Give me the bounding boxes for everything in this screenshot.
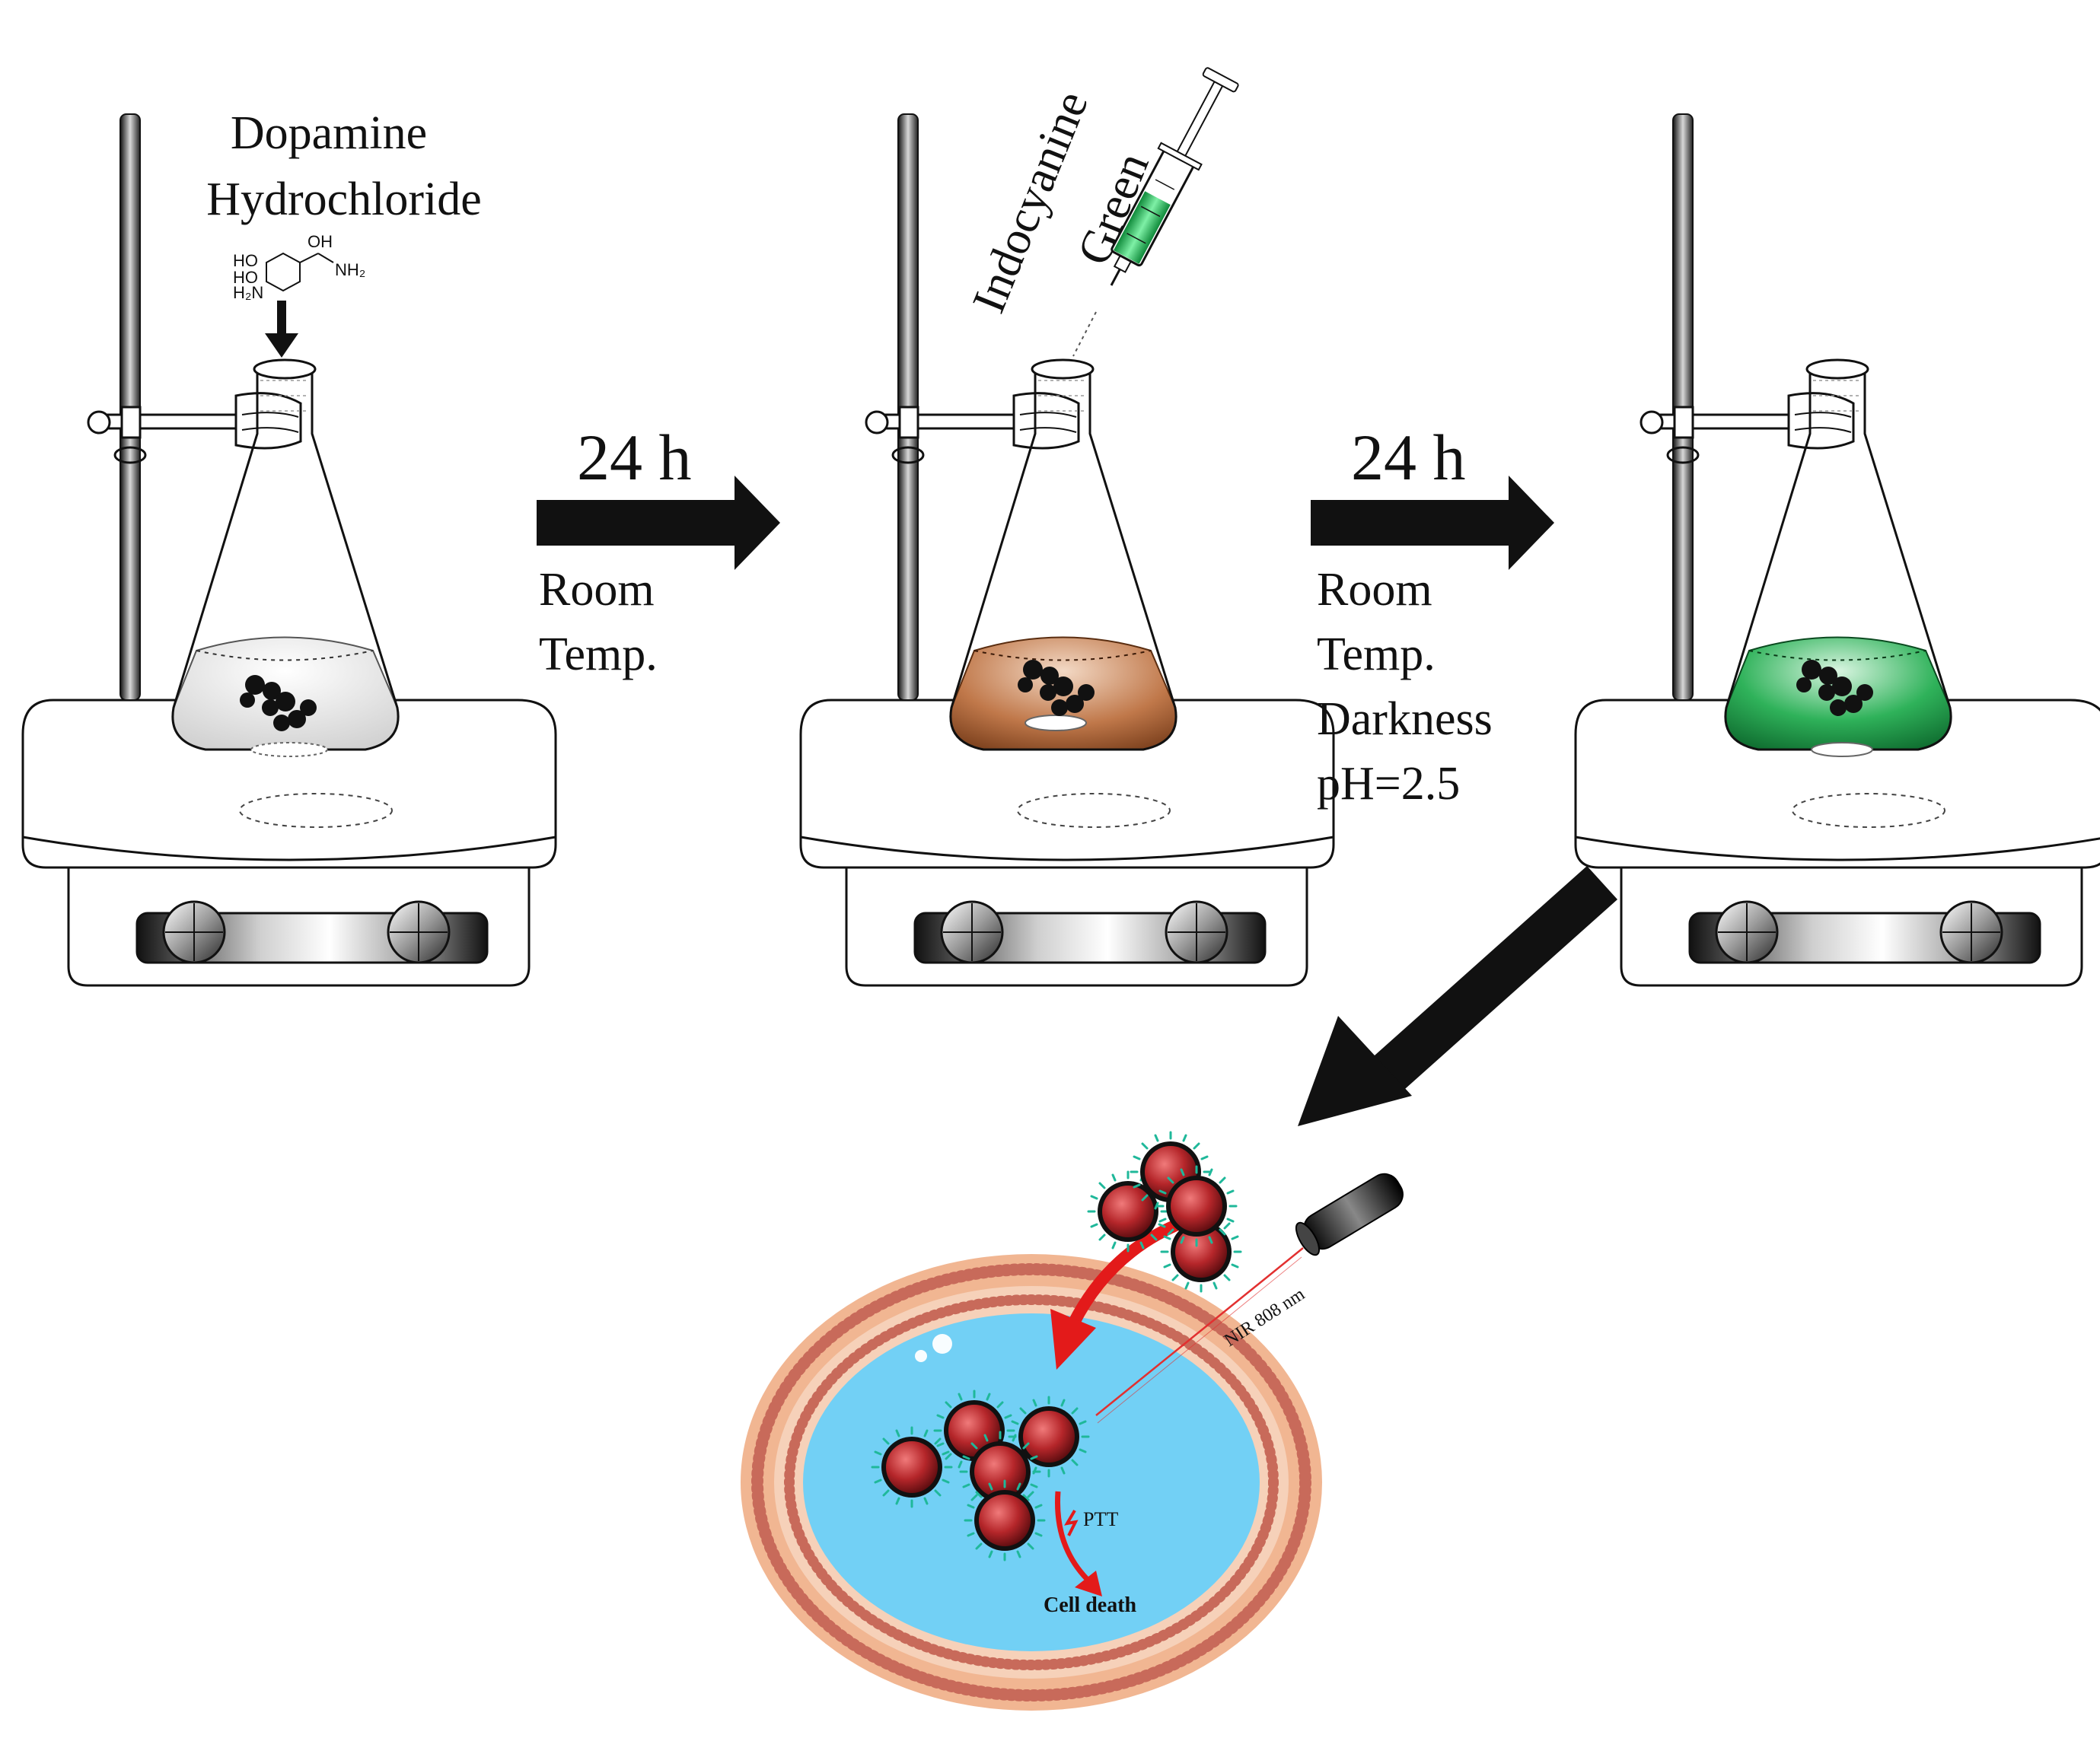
step2-condition-4: pH=2.5 <box>1317 758 1460 810</box>
flask-2 <box>949 358 1177 751</box>
molecule-oh: OH <box>308 232 333 251</box>
syringe-icon <box>1110 67 1239 286</box>
step2-condition-3: Darkness <box>1317 693 1493 745</box>
step1-condition-1: Room <box>539 564 655 616</box>
setup-1 <box>21 113 557 987</box>
step-arrow-1-icon <box>537 476 780 570</box>
molecule-ho-top: HO <box>233 251 258 270</box>
ptt-label: PTT <box>1083 1508 1118 1530</box>
step2-condition-2: Temp. <box>1317 629 1436 680</box>
molecule-ho-bottom: HO <box>233 268 258 287</box>
cell <box>741 1254 1322 1711</box>
step1-time: 24 h <box>577 421 692 494</box>
laser-icon <box>1295 1173 1404 1256</box>
syringe-drip-icon <box>1072 311 1097 357</box>
product-arrow-icon <box>1298 866 1617 1126</box>
molecule-h2n: H₂N <box>233 283 263 302</box>
cell-death-label: Cell death <box>1044 1593 1137 1617</box>
laser-label: NIR 808 nm <box>1221 1284 1308 1351</box>
flask-3 <box>1724 358 1952 757</box>
addition-arrow-icon <box>265 301 298 358</box>
step2-time: 24 h <box>1351 421 1466 494</box>
step1-condition-2: Temp. <box>539 629 658 680</box>
icg-label-line1: Indocyanine <box>963 84 1098 320</box>
ptt-arrow-icon <box>1055 1491 1102 1596</box>
uptake-arrow-icon <box>1050 1219 1179 1370</box>
step2-condition-1: Room <box>1317 564 1432 616</box>
laser-beam <box>1095 1247 1304 1416</box>
setup-2 <box>799 113 1335 987</box>
dopamine-label-line2: Hydrochloride <box>206 173 482 225</box>
molecule-nh2: NH₂ <box>335 260 365 279</box>
dopamine-label-line1: Dopamine <box>231 107 427 159</box>
setup-3 <box>1574 113 2100 987</box>
step-arrow-2-icon <box>1311 476 1554 570</box>
dopamine-molecule-icon: HO HO H₂N OH NH₂ <box>233 232 365 302</box>
flask-1 <box>171 358 400 757</box>
